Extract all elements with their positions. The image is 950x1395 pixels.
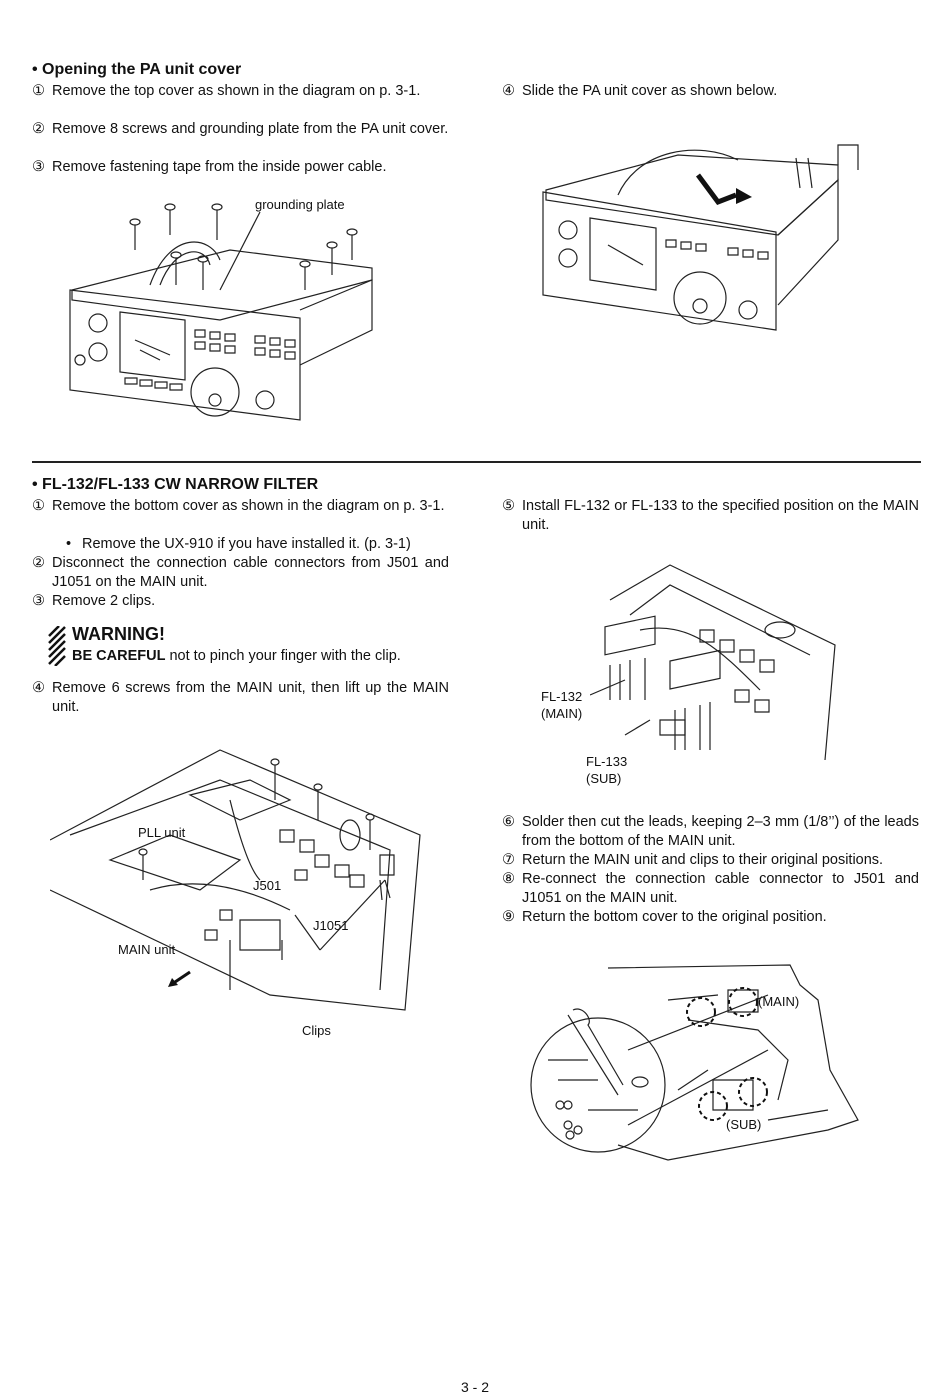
- step-1-remove-top-cover: ① Remove the top cover as shown in the d…: [32, 83, 421, 99]
- step-7-return-main-unit: ⑦ Return the MAIN unit and clips to thei…: [502, 852, 884, 868]
- section-heading-pa-cover: • Opening the PA unit cover: [32, 61, 242, 78]
- main-unit-illustration: [50, 740, 430, 1030]
- step-4-slide-cover: ④ Slide the PA unit cover as shown below…: [502, 83, 778, 99]
- label-grounding-plate: grounding plate: [255, 197, 345, 212]
- warning-emphasis: BE CAREFUL: [72, 648, 166, 664]
- radio-slide-cover-illustration: [538, 140, 878, 340]
- section-heading-cw-filter: • FL-132/FL-133 CW NARROW FILTER: [32, 476, 319, 493]
- warning-rest: not to pinch your finger with the clip.: [165, 648, 401, 664]
- label-j501: J501: [253, 878, 282, 893]
- warning-title: WARNING!: [72, 624, 165, 644]
- warning-hatch-icon: [47, 626, 67, 666]
- step-5-install-filter: ⑤ Install FL-132 or FL-133 to the specif…: [502, 498, 919, 533]
- label-fl133: FL-133: [586, 754, 628, 769]
- step-1-remove-bottom-cover: ① Remove the bottom cover as shown in th…: [32, 498, 445, 514]
- label-fl132-main: (MAIN): [541, 706, 583, 721]
- page-number: 3 - 2: [460, 1379, 489, 1395]
- label-sub-board: (SUB): [726, 1117, 762, 1132]
- label-pll-unit: PLL unit: [138, 825, 186, 840]
- filter-install-illustration: [590, 560, 850, 770]
- substep-remove-ux910: • Remove the UX-910 if you have installe…: [66, 536, 411, 552]
- label-clips: Clips: [302, 1023, 331, 1038]
- solder-board-illustration: [528, 960, 868, 1170]
- step-2-remove-screws: ② Remove 8 screws and grounding plate fr…: [32, 121, 449, 137]
- section-divider: [32, 461, 921, 463]
- step-4-remove-screws-main: ④ Remove 6 screws from the MAIN unit, th…: [32, 680, 449, 715]
- label-main-unit: MAIN unit: [118, 942, 176, 957]
- step-3-remove-tape: ③ Remove fastening tape from the inside …: [32, 159, 387, 175]
- step-9-return-bottom-cover: ⑨ Return the bottom cover to the origina…: [502, 909, 827, 925]
- step-6-solder-leads: ⑥ Solder then cut the leads, keeping 2–3…: [502, 814, 919, 849]
- step-8-reconnect-cable: ⑧ Re-connect the connection cable connec…: [502, 871, 919, 906]
- step-2-disconnect-cables: ② Disconnect the connection cable connec…: [32, 555, 449, 590]
- warning-text: BE CAREFUL not to pinch your finger with…: [72, 648, 401, 664]
- label-fl132: FL-132: [541, 689, 583, 704]
- label-j1051: J1051: [313, 918, 349, 933]
- label-main-board: (MAIN): [758, 994, 800, 1009]
- radio-screws-illustration: [60, 190, 380, 430]
- label-fl133-sub: (SUB): [586, 771, 622, 786]
- step-3-remove-clips: ③ Remove 2 clips.: [32, 593, 156, 609]
